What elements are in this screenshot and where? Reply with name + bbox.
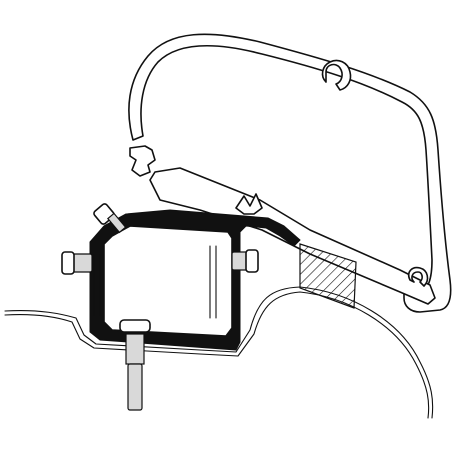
awning-clip — [129, 145, 156, 177]
bracket-slot-right — [209, 245, 217, 319]
wing-fixture — [235, 193, 263, 215]
vehicle-roof-inner — [4, 291, 430, 419]
awning-hook-top — [321, 59, 352, 91]
adapter-bracket-inner — [103, 225, 233, 337]
awning-hook-bottom — [407, 266, 429, 287]
mounting-bolt — [119, 319, 151, 411]
awning-housing — [128, 33, 452, 313]
angled-screw — [93, 203, 127, 234]
side-screw-left — [61, 251, 93, 275]
seal-pad — [299, 243, 357, 309]
bracket-slot-left — [93, 253, 101, 317]
side-screw-right — [231, 249, 259, 273]
